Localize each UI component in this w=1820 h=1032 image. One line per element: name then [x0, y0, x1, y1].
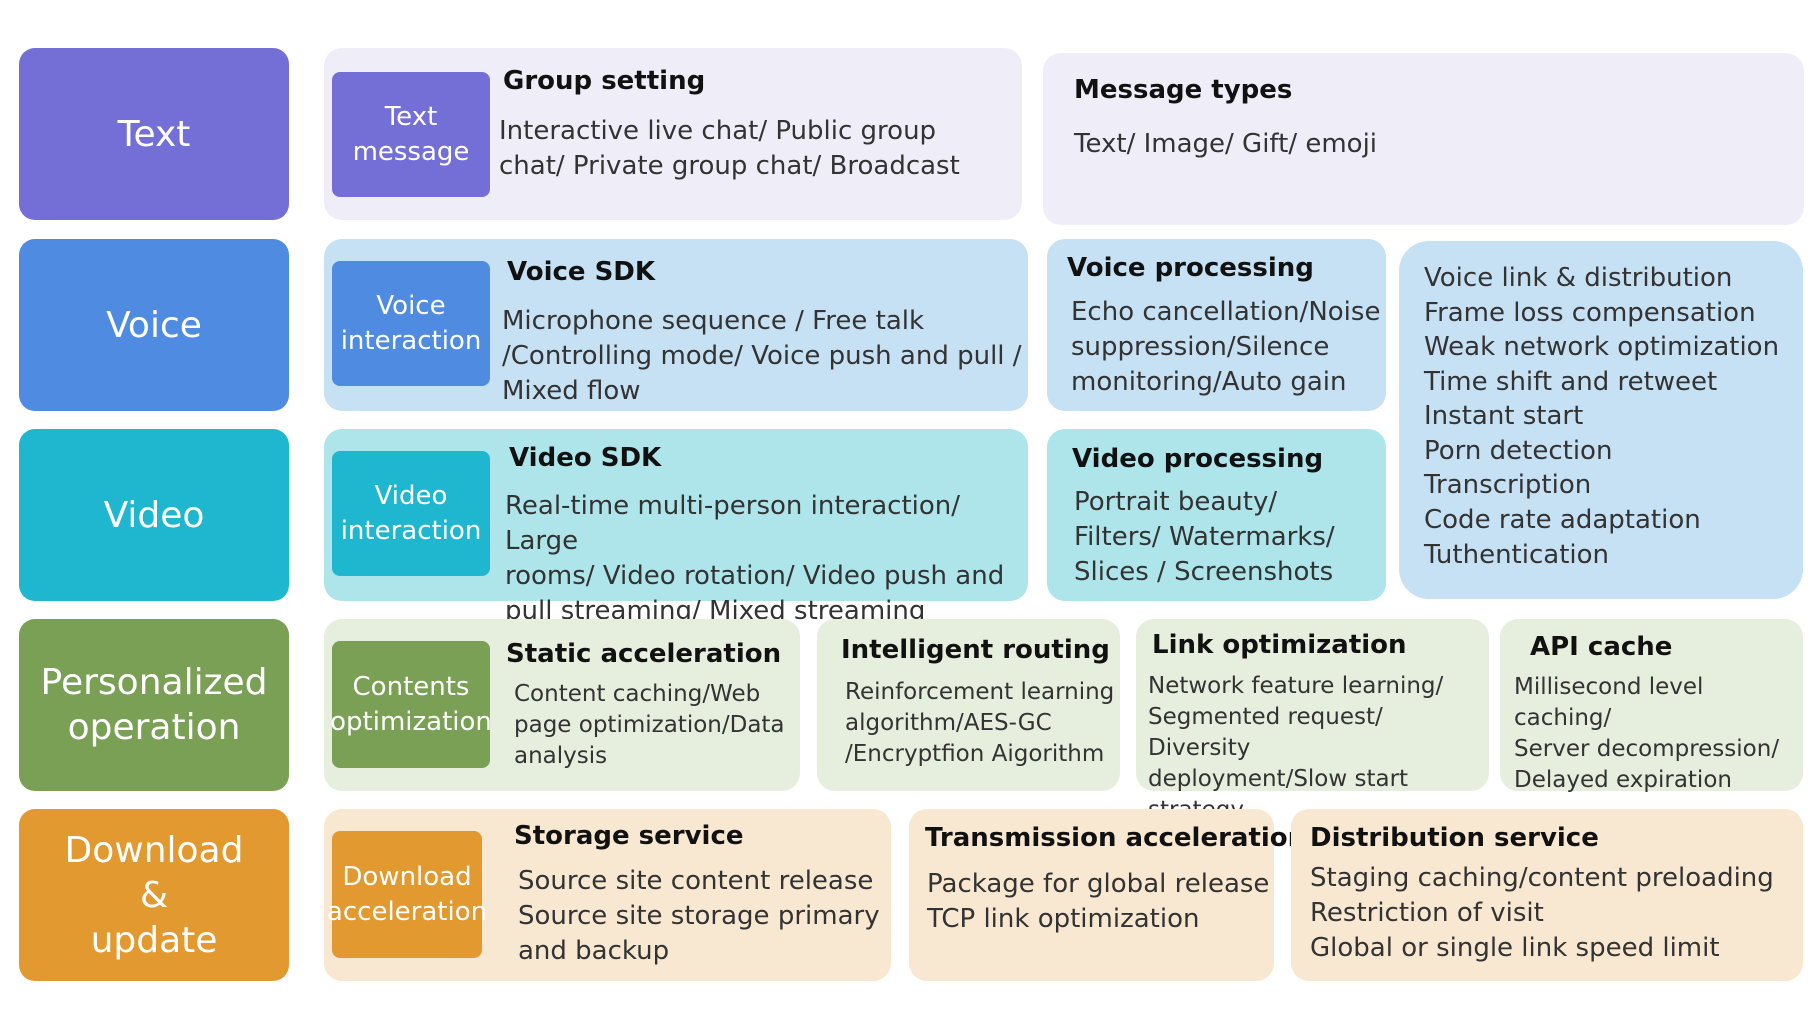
video-sdk-title: Video SDK [509, 443, 662, 473]
contents-optimization-box: Contents optimization [330, 641, 492, 768]
message-types-panel: Message types Text/ Image/ Gift/ emoji [1043, 53, 1804, 225]
message-types-body: Text/ Image/ Gift/ emoji [1074, 129, 1378, 159]
video-sdk-panel: Video interaction Video SDK Real-time mu… [324, 429, 1028, 626]
video-sdk-body: Real-time multi-person interaction/ Larg… [505, 491, 1005, 627]
list-item: Time shift and retweet [1424, 366, 1718, 397]
api-cache-body: Millisecond level caching/ Server decomp… [1514, 674, 1780, 794]
static-acceleration-panel: Contents optimization Static acceleratio… [324, 619, 800, 791]
list-item: Transcription [1424, 470, 1592, 501]
text-message-box: Text message [332, 72, 490, 197]
link-optimization-body: Network feature learning/ Segmented requ… [1148, 673, 1444, 823]
voice-processing-title: Voice processing [1067, 253, 1314, 283]
voice-processing-body: Echo cancellation/Noise suppression/Sile… [1071, 297, 1381, 398]
static-acceleration-title: Static acceleration [506, 639, 782, 669]
video-interaction-box: Video interaction [332, 451, 490, 576]
voice-sdk-body: Microphone sequence / Free talk /Control… [502, 306, 1022, 407]
api-cache-title: API cache [1530, 632, 1673, 662]
group-setting-title: Group setting [503, 66, 706, 96]
list-item: Weak network optimization [1424, 332, 1780, 363]
voice-link-list: Voice link & distribution Frame loss com… [1424, 261, 1779, 572]
transmission-acceleration-title: Transmission acceleration [925, 823, 1307, 853]
storage-service-body: Source site content release Source site … [518, 866, 880, 967]
category-voice: Voice [19, 239, 289, 411]
list-item: Instant start [1424, 401, 1584, 432]
list-item: Porn detection [1424, 435, 1613, 466]
category-video: Video [19, 429, 289, 601]
distribution-service-panel: Distribution service Staging caching/con… [1291, 809, 1803, 981]
download-acceleration-box: Download acceleration [327, 831, 487, 958]
list-item: Frame loss compensation [1424, 297, 1756, 328]
static-acceleration-body: Content caching/Web page optimization/Da… [514, 681, 785, 770]
voice-processing-panel: Voice processing Echo cancellation/Noise… [1047, 239, 1386, 411]
distribution-service-body: Staging caching/content preloading Restr… [1310, 863, 1774, 964]
storage-service-panel: Download acceleration Storage service So… [324, 809, 891, 981]
category-text: Text [19, 48, 289, 220]
api-cache-panel: API cache Millisecond level caching/ Ser… [1500, 619, 1803, 793]
group-setting-panel: Text message Group setting Interactive l… [324, 48, 1022, 220]
link-optimization-panel: Link optimization Network feature learni… [1136, 619, 1489, 823]
video-processing-title: Video processing [1072, 444, 1324, 474]
list-item: Code rate adaptation [1424, 505, 1701, 536]
message-types-title: Message types [1074, 75, 1293, 105]
list-item: Voice link & distribution [1424, 263, 1733, 293]
link-optimization-title: Link optimization [1152, 630, 1407, 660]
voice-link-panel: Voice link & distribution Frame loss com… [1399, 241, 1803, 599]
video-processing-body: Portrait beauty/ Filters/ Watermarks/ Sl… [1074, 487, 1335, 588]
voice-sdk-title: Voice SDK [507, 257, 656, 287]
intelligent-routing-body: Reinforcement learning algorithm/AES-GC … [845, 679, 1115, 768]
video-processing-panel: Video processing Portrait beauty/ Filter… [1047, 429, 1386, 601]
intelligent-routing-title: Intelligent routing [841, 635, 1110, 665]
transmission-acceleration-panel: Transmission acceleration Package for gl… [909, 809, 1306, 981]
distribution-service-title: Distribution service [1310, 823, 1599, 853]
category-download-update: Download & update [19, 809, 289, 981]
transmission-acceleration-body: Package for global release TCP link opti… [927, 869, 1270, 935]
group-setting-body: Interactive live chat/ Public group chat… [499, 116, 960, 182]
category-personalized-operation: Personalized operation [19, 619, 289, 791]
voice-sdk-panel: Voice interaction Voice SDK Microphone s… [324, 239, 1028, 411]
intelligent-routing-panel: Intelligent routing Reinforcement learni… [817, 619, 1120, 791]
voice-interaction-box: Voice interaction [332, 261, 490, 386]
storage-service-title: Storage service [514, 821, 744, 851]
list-item: Tuthentication [1424, 539, 1610, 570]
